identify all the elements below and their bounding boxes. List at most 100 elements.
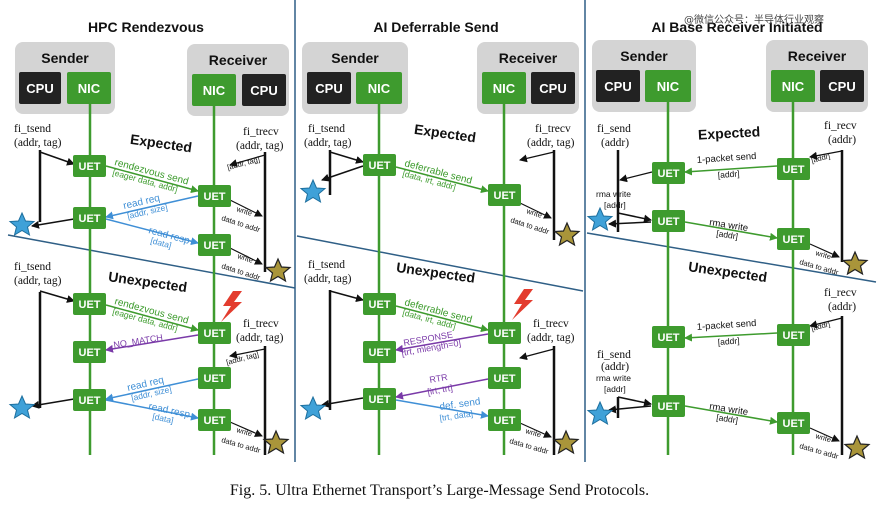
uet-box: UET <box>363 388 396 410</box>
rma-write-call-sub: [addr] <box>604 200 626 210</box>
svg-text:UET: UET <box>204 240 226 252</box>
completion-arrow <box>608 219 652 228</box>
deferrable-send-arrow <box>395 166 489 194</box>
rtr-label: RTR <box>429 372 449 385</box>
fi-send-args: (addr, tag) <box>304 273 352 285</box>
figure-caption: Fig. 5. Ultra Ethernet Transport’s Large… <box>229 482 650 499</box>
write-label: write <box>813 431 832 444</box>
svg-text:UET: UET <box>494 373 516 385</box>
star-icon <box>8 394 36 420</box>
completion-arrow <box>31 398 75 409</box>
recv-post-arrow <box>229 154 266 167</box>
completion-arrow <box>31 218 75 229</box>
panel-title: AI Base Receiver Initiated <box>651 19 822 35</box>
star-icon <box>8 211 36 237</box>
uet-box: UET <box>777 412 810 434</box>
recv-tag: [addr] <box>810 151 831 165</box>
svg-text:UET: UET <box>658 401 680 413</box>
recv-post-arrow <box>809 150 843 160</box>
star-icon <box>299 178 327 204</box>
data-to-addr-label: data to addr <box>220 213 261 234</box>
rma-write-arrow <box>684 405 778 425</box>
uet-box: UET <box>488 184 521 206</box>
receiver-label: Receiver <box>209 52 268 68</box>
fi-recv-call: fi_trecv <box>533 318 569 330</box>
data-to-addr-label: data to addr <box>798 441 839 461</box>
uet-box: UET <box>198 234 231 256</box>
rma-write-sub: [addr] <box>716 228 739 241</box>
read-req-arrow <box>105 378 199 402</box>
uet-box: UET <box>198 367 231 389</box>
nic-label: NIC <box>657 79 680 94</box>
fi-recv-call: fi_trecv <box>243 126 279 138</box>
data-to-addr-label: data to addr <box>220 435 261 455</box>
uet-box: UET <box>777 228 810 250</box>
write-arrow <box>809 427 840 442</box>
uet-box: UET <box>73 341 106 363</box>
rendezvous-send-arrow <box>105 165 199 194</box>
lightning-icon <box>221 291 242 322</box>
write-label: write <box>235 251 254 265</box>
svg-text:UET: UET <box>369 394 391 406</box>
cpu-chip <box>596 70 640 102</box>
uet-box: UET <box>73 155 106 177</box>
fi-recv-args: (addr, tag) <box>236 332 284 344</box>
rtr-arrow <box>395 378 489 400</box>
fi-recv-args: (addr, tag) <box>527 137 575 149</box>
sender-label: Sender <box>41 50 89 66</box>
sender-label: Sender <box>620 48 668 64</box>
uet-box: UET <box>198 322 231 344</box>
nic-label: NIC <box>203 83 226 98</box>
svg-text:UET: UET <box>369 347 391 359</box>
cpu-chip <box>19 72 61 104</box>
recv-post-arrow <box>809 317 843 329</box>
nic-chip <box>645 70 691 102</box>
sender-label: Sender <box>331 50 379 66</box>
write-arrow <box>519 422 552 438</box>
write-label: write <box>234 425 253 438</box>
svg-text:UET: UET <box>79 161 101 173</box>
cpu-label: CPU <box>604 79 631 94</box>
data-to-addr-label: data to addr <box>798 257 839 277</box>
nic-chip <box>192 74 236 106</box>
section-divider <box>586 232 877 283</box>
fi-send-call: fi_send <box>597 123 631 135</box>
nomatch-arrow <box>105 334 199 353</box>
svg-text:UET: UET <box>658 332 680 344</box>
data-to-addr-label: data to addr <box>509 215 550 236</box>
fi-recv-args: (addr, tag) <box>236 140 284 152</box>
recv-post-arrow <box>229 348 266 359</box>
expected-label: Expected <box>413 121 477 146</box>
protocol-diagram: HPC Rendezvous Sender CPU NIC Receiver N… <box>7 0 877 462</box>
fi-send-args: (addr, tag) <box>304 137 352 149</box>
svg-text:UET: UET <box>494 415 516 427</box>
uet-box: UET <box>363 341 396 363</box>
rtr-sub: [irt, trt] <box>427 383 454 397</box>
star-icon <box>586 206 614 232</box>
post-arrow <box>617 396 652 407</box>
write-label: write <box>234 204 253 218</box>
svg-text:UET: UET <box>204 415 226 427</box>
fi-recv-call: fi_recv <box>824 287 857 299</box>
read-req-arrow <box>105 195 199 220</box>
uet-box: UET <box>488 367 521 389</box>
write-label: write <box>523 426 542 439</box>
post-arrow <box>39 290 75 303</box>
recv-tag: [addr, tag] <box>226 155 261 172</box>
star-icon <box>264 257 292 283</box>
post-arrow <box>617 212 652 223</box>
unexpected-label: Unexpected <box>107 268 188 295</box>
uet-box: UET <box>73 207 106 229</box>
completion-arrow <box>608 405 652 414</box>
packet-send-label: 1-packet send <box>696 151 756 166</box>
fi-send-call: fi_tsend <box>14 261 51 273</box>
uet-box: UET <box>488 409 521 431</box>
nic-label: NIC <box>78 81 101 96</box>
packet-send-arrow <box>684 165 778 176</box>
cpu-label: CPU <box>539 81 566 96</box>
fi-send-args: (addr) <box>601 137 629 149</box>
recv-post-arrow <box>519 151 555 163</box>
svg-text:UET: UET <box>204 191 226 203</box>
completion-arrow <box>321 165 364 182</box>
cpu-label: CPU <box>250 83 277 98</box>
